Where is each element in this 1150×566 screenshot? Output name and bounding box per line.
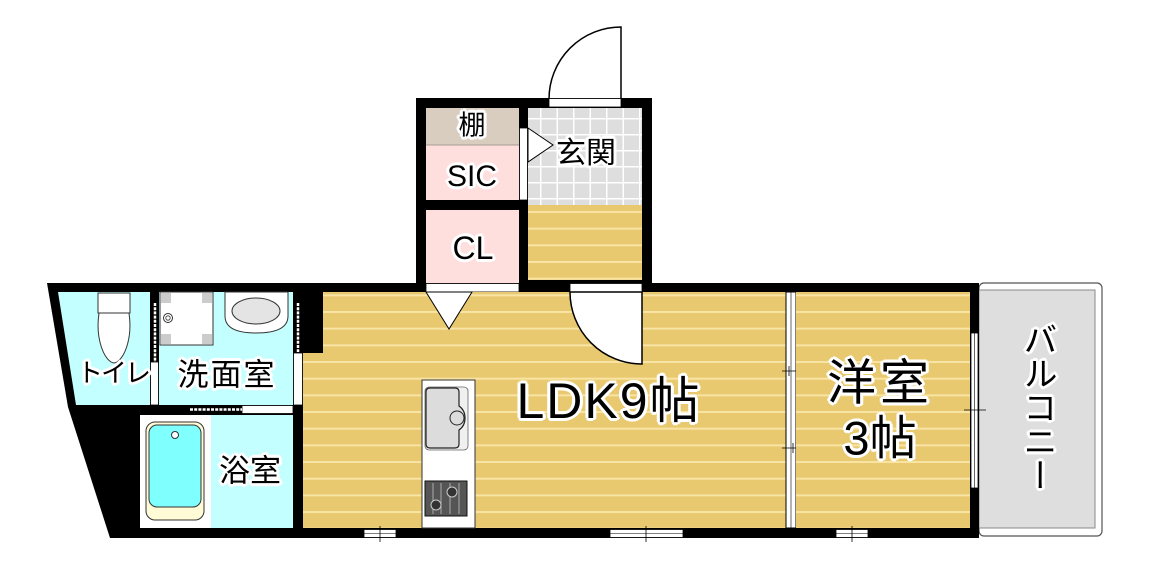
- room-western: [796, 292, 970, 528]
- washroom-label: 洗面室: [177, 357, 277, 394]
- window-icon: [835, 526, 869, 542]
- toilet-label: トイレ: [76, 359, 151, 389]
- hallway-floor: [528, 205, 642, 280]
- toilet-door-opening: [150, 361, 159, 406]
- sic-label: SIC: [446, 160, 498, 193]
- window-icon: [363, 526, 397, 542]
- bathroom-label: 浴室: [219, 453, 281, 490]
- washroom-door-opening: [293, 352, 303, 406]
- room-bathroom: [211, 415, 293, 528]
- room-shelf: [426, 108, 519, 145]
- balcony: [978, 282, 1103, 537]
- western-room-size-label: 3帖: [843, 411, 917, 465]
- closet-door-swing-icon: [425, 291, 473, 330]
- sic-door-opening: [519, 127, 528, 201]
- toilet-icon: [97, 292, 131, 364]
- stove-icon: [424, 480, 468, 517]
- sic-door-swing-icon: [527, 127, 554, 163]
- bathroom-door-opening: [241, 405, 294, 414]
- bathtub-icon: [145, 421, 205, 521]
- ldk-door-opening: [569, 283, 643, 293]
- room-closet: [426, 210, 519, 283]
- washing-machine-pan-icon: [159, 291, 214, 346]
- ldk-label: LDK9帖: [516, 373, 702, 429]
- window-icon: [609, 526, 684, 542]
- room-sic: [426, 145, 519, 200]
- closet-label: CL: [452, 230, 494, 266]
- room-entrance: [528, 108, 642, 205]
- shelf-label: 棚: [458, 110, 486, 142]
- kitchen-counter: [421, 379, 476, 529]
- entrance-door-opening: [548, 98, 622, 108]
- entrance-label: 玄関: [556, 136, 616, 171]
- closet-door-opening: [425, 283, 520, 293]
- western-room-label: 洋室: [826, 354, 934, 412]
- washbasin-icon: [224, 291, 289, 334]
- sink-icon: [424, 386, 469, 451]
- balcony-floor: [978, 289, 1096, 529]
- entrance-door-swing-icon: [548, 26, 622, 100]
- window-icon: [964, 332, 986, 489]
- balcony-label: バルコニー: [1017, 322, 1057, 492]
- ldk-door-swing-icon: [569, 291, 643, 365]
- room-ldk: [303, 292, 786, 528]
